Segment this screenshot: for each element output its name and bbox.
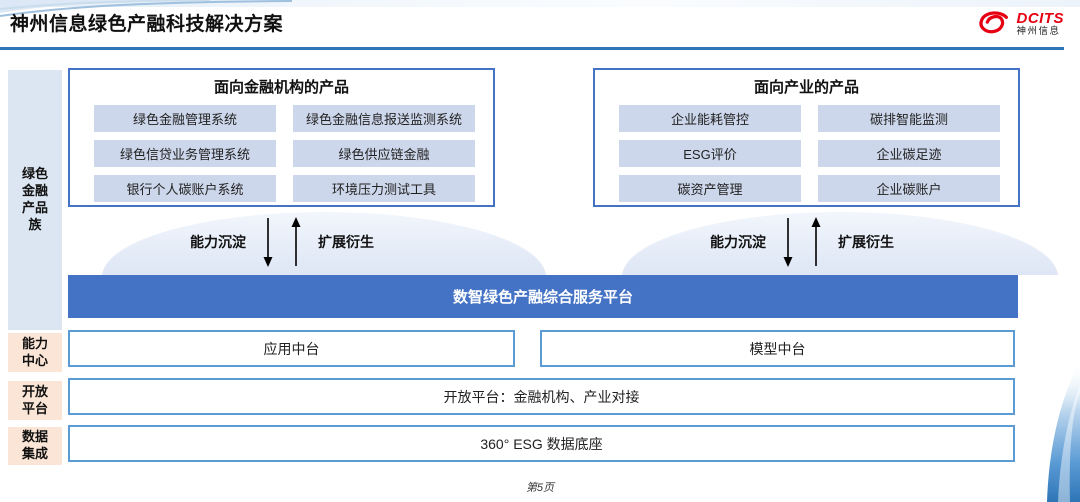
bottom-right-swoosh-decoration (1047, 361, 1080, 502)
industry-products-box: 面向产业的产品 企业能耗管控 碳排智能监测 ESG评价 企业碳足迹 碳资产管理 … (593, 68, 1020, 207)
product-chip: 碳排智能监测 (818, 105, 1000, 132)
title-underline (0, 47, 1064, 50)
product-chip: 绿色金融信息报送监测系统 (293, 105, 475, 132)
arrow-up-icon (291, 217, 301, 266)
product-chip: 企业碳足迹 (818, 140, 1000, 167)
left-flow-group: 能力沉淀 扩展衍生 (190, 214, 374, 270)
dcits-swirl-icon (978, 11, 1008, 34)
page-title: 神州信息绿色产融科技解决方案 (10, 14, 284, 35)
finance-products-box: 面向金融机构的产品 绿色金融管理系统 绿色金融信息报送监测系统 绿色信贷业务管理… (68, 68, 495, 207)
expansion-derive-label: 扩展衍生 (318, 234, 374, 250)
capability-deposit-label: 能力沉淀 (710, 234, 766, 250)
expansion-derive-label: 扩展衍生 (838, 234, 894, 250)
platform-bar: 数智绿色产融综合服务平台 (68, 275, 1018, 318)
open-platform-box: 开放平台：金融机构、产业对接 (68, 378, 1015, 415)
product-chip: 绿色金融管理系统 (94, 105, 276, 132)
logo-brand-text: DCITS (1016, 10, 1064, 28)
dcits-logo: DCITS 神州信息 (975, 10, 1065, 38)
product-chip: 绿色信贷业务管理系统 (94, 140, 276, 167)
right-dome-decoration (622, 212, 1058, 275)
left-dome-decoration (102, 212, 546, 275)
product-chip: 企业能耗管控 (619, 105, 801, 132)
sidebar-capability-center-label: 能力 中心 (8, 333, 62, 372)
logo-company-text: 神州信息 (1016, 25, 1061, 37)
product-chip: ESG评价 (619, 140, 801, 167)
capability-deposit-label: 能力沉淀 (190, 234, 246, 250)
sidebar-open-platform-label: 开放 平台 (8, 381, 62, 420)
product-chip: 碳资产管理 (619, 175, 801, 202)
sidebar-data-integration-label: 数据 集成 (8, 427, 62, 465)
finance-products-grid: 绿色金融管理系统 绿色金融信息报送监测系统 绿色信贷业务管理系统 绿色供应链金融… (70, 97, 493, 202)
top-gradient-band (0, 0, 1080, 7)
app-center-box: 应用中台 (68, 330, 515, 367)
right-flow-group: 能力沉淀 扩展衍生 (710, 214, 894, 270)
product-chip: 绿色供应链金融 (293, 140, 475, 167)
finance-products-title: 面向金融机构的产品 (213, 79, 349, 96)
product-chip: 企业碳账户 (818, 175, 1000, 202)
industry-products-grid: 企业能耗管控 碳排智能监测 ESG评价 企业碳足迹 碳资产管理 企业碳账户 (595, 97, 1018, 202)
corner-wave-decoration (0, 0, 300, 17)
arrow-down-icon (263, 218, 273, 267)
arrow-down-icon (783, 218, 793, 267)
product-chip: 环境压力测试工具 (293, 175, 475, 202)
arrow-up-icon (811, 217, 821, 266)
model-center-box: 模型中台 (540, 330, 1015, 367)
sidebar-product-family-label: 绿色 金融 产品 族 (8, 70, 62, 330)
page-number: 第5页 (525, 482, 555, 494)
product-chip: 银行个人碳账户系统 (94, 175, 276, 202)
industry-products-title: 面向产业的产品 (753, 79, 859, 96)
esg-data-base-box: 360° ESG 数据底座 (68, 425, 1015, 462)
